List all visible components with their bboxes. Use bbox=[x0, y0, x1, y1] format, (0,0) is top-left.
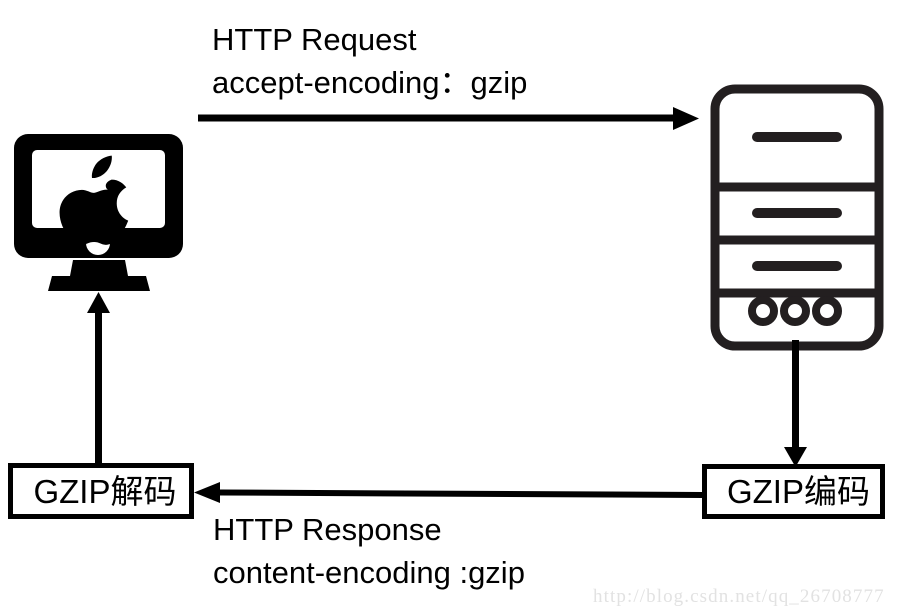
http-request-line-1: HTTP Request bbox=[212, 22, 417, 57]
apple-logo-icon bbox=[59, 155, 129, 245]
gzip-encode-box: GZIP编码 bbox=[702, 464, 885, 519]
arrow-client-to-server bbox=[198, 107, 699, 130]
arrowhead-down bbox=[784, 447, 807, 467]
http-response-line-1: HTTP Response bbox=[213, 512, 442, 547]
server-slot-3 bbox=[752, 261, 842, 271]
monitor-stand-neck bbox=[70, 260, 128, 276]
server-slot-1 bbox=[752, 132, 842, 142]
server-indicator-3 bbox=[812, 296, 842, 326]
server-indicator-2 bbox=[780, 296, 810, 326]
http-response-label: HTTP Response content-encoding :gzip bbox=[213, 508, 525, 594]
arrowhead-left bbox=[194, 482, 220, 503]
watermark-text: http://blog.csdn.net/qq_26708777 bbox=[593, 586, 885, 607]
server-slot-2 bbox=[752, 208, 842, 218]
gzip-encode-label: GZIP编码 bbox=[726, 473, 870, 510]
arrowhead-up bbox=[87, 292, 110, 313]
gzip-decode-box: GZIP解码 bbox=[8, 463, 194, 519]
http-request-line-2: accept-encoding：gzip bbox=[212, 65, 528, 100]
arrow-server-to-encode bbox=[784, 340, 807, 467]
arrow-encode-to-decode bbox=[194, 482, 703, 503]
server-indicator-1 bbox=[748, 296, 778, 326]
gzip-decode-label: GZIP解码 bbox=[33, 472, 177, 510]
arrowhead-right bbox=[673, 107, 699, 130]
server-tower-icon bbox=[705, 80, 885, 357]
client-monitor-icon bbox=[10, 130, 190, 300]
http-response-line-2: content-encoding :gzip bbox=[213, 555, 525, 590]
monitor-stand-base bbox=[48, 276, 150, 291]
http-request-label: HTTP Request accept-encoding：gzip bbox=[212, 18, 527, 104]
arrow-decode-to-client bbox=[87, 292, 110, 466]
